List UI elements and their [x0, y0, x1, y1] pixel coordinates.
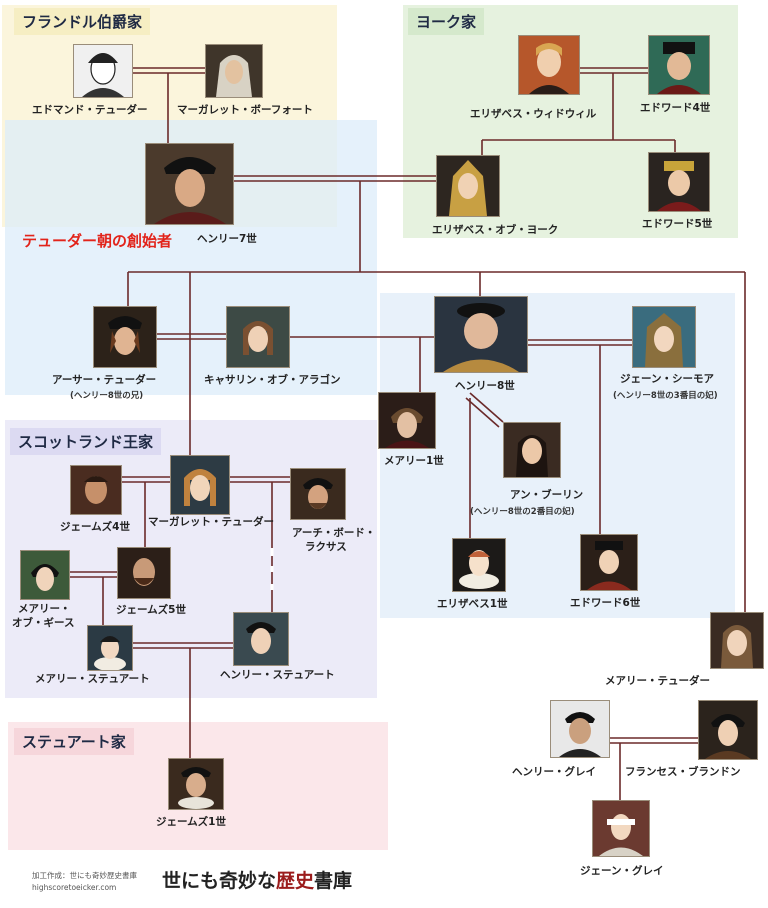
name-jane-seymour: ジェーン・シーモア [620, 373, 714, 385]
tudor-founder-label: テューダー朝の創始者 [22, 232, 173, 250]
portrait-frances-brandon [698, 700, 758, 760]
name-elizabeth-of-york: エリザベス・オブ・ヨーク [432, 224, 559, 236]
house-tag-stuart: ステュアート家 [14, 728, 134, 755]
name-edward-iv: エドワード4世 [640, 102, 711, 114]
name-henry-stuart: ヘンリー・ステュアート [220, 669, 335, 681]
name-margaret-beaufort: マーガレット・ボーフォート [177, 104, 313, 116]
portrait-edward-v [648, 152, 710, 212]
credit-line-1: 加工作成：世にも奇妙歴史書庫 [32, 871, 137, 880]
portrait-mary-of-guise [20, 550, 70, 600]
name-edmund-tudor: エドマンド・テューダー [32, 104, 148, 116]
name-frances-brandon: フランセス・ブランドン [625, 766, 741, 778]
portrait-margaret-tudor [170, 455, 230, 515]
logo-text-1: 世にも奇妙な [162, 870, 277, 892]
portrait-edmund-tudor [73, 44, 133, 98]
portrait-elizabeth-woodville [518, 35, 580, 95]
name-henry-viii: ヘンリー8世 [455, 380, 515, 392]
name-archibald-line2: ラクサス [305, 541, 347, 553]
portrait-mary-stuart [87, 625, 133, 671]
name-archibald-line1: アーチ・ボード・ [292, 527, 376, 539]
credit-line-2: highscoretoeicker.com [32, 883, 117, 892]
portrait-jane-grey [592, 800, 650, 857]
portrait-henry-grey [550, 700, 610, 758]
name-catherine-of-aragon: キャサリン・オブ・アラゴン [204, 374, 341, 386]
name-mary-of-guise-line1: メアリー・ [18, 603, 71, 615]
name-margaret-tudor: マーガレット・テューダー [148, 516, 274, 528]
portrait-anne-boleyn [503, 422, 561, 478]
portrait-edward-vi [580, 534, 638, 591]
name-edward-vi: エドワード6世 [570, 597, 641, 609]
name-mary-stuart: メアリー・ステュアート [35, 673, 150, 685]
portrait-mary-i [378, 392, 436, 449]
name-edward-v: エドワード5世 [642, 218, 713, 230]
name-anne-boleyn: アン・ブーリン [510, 489, 584, 501]
house-tag-flanders: フランドル伯爵家 [14, 8, 151, 35]
portrait-henry-stuart [233, 612, 289, 666]
name-henry-vii: ヘンリー7世 [197, 233, 257, 245]
portrait-arthur-tudor [93, 306, 157, 368]
portrait-jane-seymour [632, 306, 696, 368]
name-james-i: ジェームズ1世 [156, 816, 226, 828]
portrait-henry-viii [434, 296, 528, 373]
name-elizabeth-woodville: エリザベス・ウィドウィル [470, 108, 597, 120]
portrait-margaret-beaufort [205, 44, 263, 98]
note-anne-boleyn: (ヘンリー8世の2番目の妃) [470, 507, 575, 517]
site-logo: 世にも奇妙な歴史書庫 [162, 866, 352, 893]
portrait-edward-iv [648, 35, 710, 95]
portrait-elizabeth-of-york [436, 155, 500, 217]
name-henry-grey: ヘンリー・グレイ [512, 766, 596, 778]
house-tag-york: ヨーク家 [408, 8, 485, 35]
portrait-james-iv [70, 465, 122, 515]
portrait-archibald [290, 468, 346, 520]
name-jane-grey: ジェーン・グレイ [580, 865, 664, 877]
name-mary-of-guise-line2: オブ・ギース [12, 617, 75, 629]
portrait-henry-vii [145, 143, 234, 225]
name-james-iv: ジェームズ4世 [60, 521, 130, 533]
note-arthur-tudor: (ヘンリー8世の兄) [70, 391, 144, 401]
name-mary-tudor: メアリー・テューダー [605, 675, 710, 687]
note-jane-seymour: (ヘンリー8世の3番目の妃) [613, 391, 718, 401]
logo-text-2: 歴史 [276, 870, 315, 892]
house-tag-scotland: スコットランド王家 [10, 428, 162, 455]
portrait-elizabeth-i [452, 538, 506, 592]
portrait-james-v [117, 547, 171, 599]
name-james-v: ジェームズ5世 [116, 604, 186, 616]
portrait-catherine-of-aragon [226, 306, 290, 368]
logo-text-3: 書庫 [314, 870, 353, 892]
name-elizabeth-i: エリザベス1世 [437, 598, 508, 610]
name-mary-i: メアリー1世 [384, 455, 444, 467]
portrait-james-i [168, 758, 224, 810]
portrait-mary-tudor [710, 612, 764, 669]
name-arthur-tudor: アーサー・テューダー [52, 374, 157, 386]
